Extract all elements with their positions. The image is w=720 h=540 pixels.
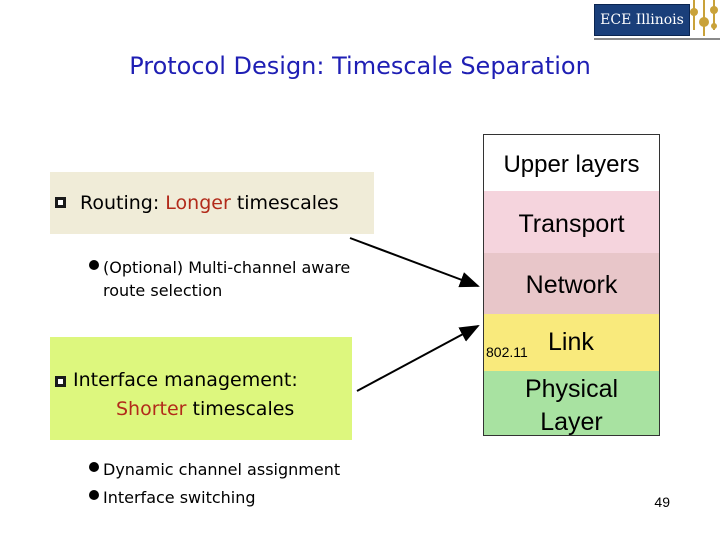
square-bullet-icon [55, 376, 66, 387]
routing-arrow [349, 237, 480, 288]
round-bullet-icon [89, 462, 99, 472]
iface-sub-1: Dynamic channel assignment [103, 460, 341, 479]
physical-line2: Layer [540, 408, 603, 436]
ece-illinois-logo: ECE Illinois [594, 0, 720, 46]
square-bullet-icon [55, 197, 66, 208]
iface-sub-2: Interface switching [103, 488, 256, 507]
logo-graphic [690, 0, 718, 36]
round-bullet-icon [89, 490, 99, 500]
layer-link: 802.11 Link [483, 314, 660, 371]
routing-accent: Longer [165, 192, 231, 214]
routing-line: Routing: Longer timescales [80, 192, 339, 214]
iface-suffix: timescales [186, 398, 295, 420]
routing-suffix: timescales [230, 192, 339, 214]
link-standard-label: 802.11 [486, 344, 528, 360]
round-bullet-icon [89, 260, 99, 270]
physical-line1: Physical [524, 375, 619, 403]
iface-accent: Shorter [116, 398, 187, 420]
layer-physical: Physical Layer [483, 371, 660, 436]
routing-sub-line2: route selection [103, 281, 223, 300]
layer-upper: Upper layers [483, 134, 660, 191]
logo-box: ECE Illinois [594, 4, 690, 36]
page-number: 49 [654, 494, 670, 510]
slide-title: Protocol Design: Timescale Separation [129, 52, 591, 80]
logo-strip [594, 38, 720, 40]
routing-prefix: Routing: [80, 192, 166, 214]
layer-transport: Transport [483, 191, 660, 253]
interface-box [50, 337, 352, 440]
link-label: Link [548, 328, 594, 356]
interface-arrow [356, 325, 480, 392]
iface-line1: Interface management: [73, 369, 298, 391]
iface-line2: Shorter timescales [116, 398, 294, 420]
routing-box [50, 172, 374, 234]
routing-sub-line1: (Optional) Multi-channel aware [103, 258, 351, 277]
layer-network: Network [483, 253, 660, 314]
logo-text: ECE Illinois [600, 12, 684, 28]
